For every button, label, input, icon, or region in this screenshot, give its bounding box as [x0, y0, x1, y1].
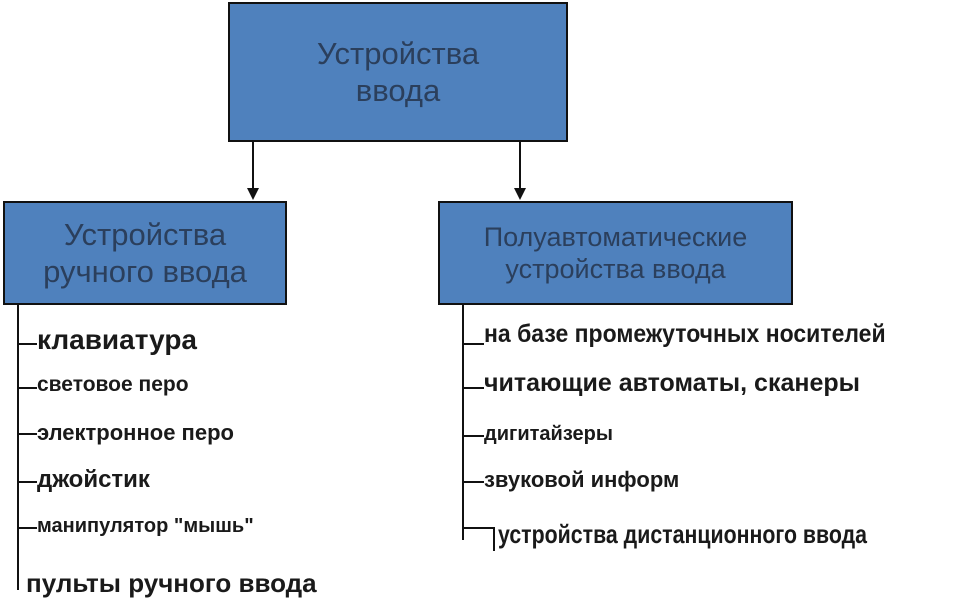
left-list-spine: [17, 305, 19, 590]
left-node-label-line1: Устройства: [63, 216, 227, 252]
left-tick-3: [17, 433, 37, 435]
right-node-label-line1: Полуавтоматические: [483, 221, 748, 252]
right-list-spine: [462, 305, 464, 540]
right-tick-5-drop: [493, 527, 495, 551]
left-tick-4: [17, 481, 37, 483]
node-manual-input-devices: Устройства ручного ввода: [3, 201, 287, 305]
right-item-reading-automata-scanners: читающие автоматы, сканеры: [484, 369, 860, 397]
root-node-label-line1: Устройства: [316, 35, 480, 71]
right-item-sound-info: звуковой информ: [484, 467, 680, 492]
right-tick-2: [462, 387, 484, 389]
left-item-keyboard: клавиатура: [37, 324, 198, 355]
right-item-intermediate-media: на базе промежуточных носителей: [484, 320, 886, 348]
right-tick-3: [462, 435, 484, 437]
arrow-head-left: [247, 188, 259, 200]
right-node-label-line2: устройства ввода: [505, 254, 726, 284]
left-tick-1: [17, 343, 37, 345]
root-node-label-line2: ввода: [355, 73, 441, 108]
node-semiautomatic-input-devices: Полуавтоматические устройства ввода: [438, 201, 793, 305]
left-item-manual-consoles: пульты ручного ввода: [26, 568, 317, 598]
right-tick-5: [462, 527, 494, 529]
left-tick-2: [17, 387, 37, 389]
left-item-joystick: джойстик: [37, 466, 150, 493]
arrow-head-right: [514, 188, 526, 200]
right-item-remote-input-devices: устройства дистанционного ввода: [498, 519, 867, 549]
right-item-digitizers: дигитайзеры: [484, 423, 613, 445]
left-node-label-line2: ручного ввода: [43, 254, 247, 289]
left-item-electronic-pen: электронное перо: [37, 420, 234, 445]
left-item-light-pen: световое перо: [37, 373, 189, 396]
root-node-input-devices: Устройства ввода: [228, 2, 568, 142]
left-item-mouse: манипулятор "мышь": [37, 515, 254, 537]
left-tick-5: [17, 527, 37, 529]
connector-root-right: [519, 142, 521, 189]
right-tick-4: [462, 481, 484, 483]
connector-root-left: [252, 142, 254, 189]
right-tick-1: [462, 343, 484, 345]
